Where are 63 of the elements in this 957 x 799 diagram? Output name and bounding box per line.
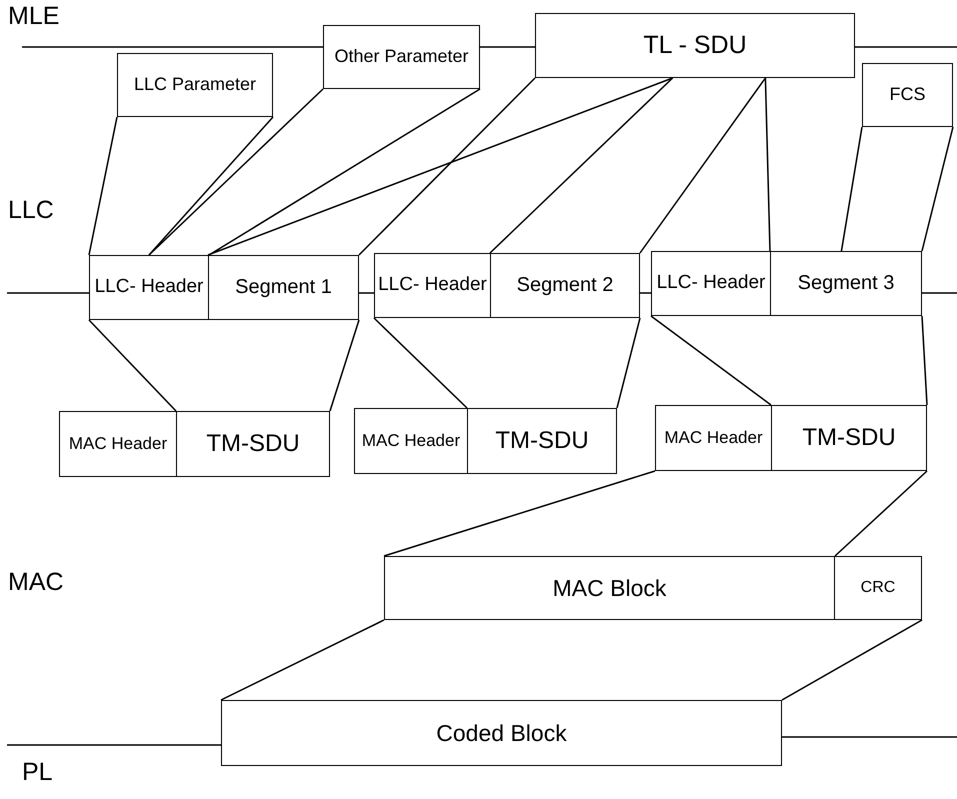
field-box xyxy=(323,25,480,89)
field-label: Segment 1 xyxy=(235,276,332,298)
field-label: MAC Header xyxy=(362,432,460,450)
field-label: Coded Block xyxy=(436,720,567,746)
field-box xyxy=(862,63,953,127)
field-label: LLC- Header xyxy=(378,275,487,296)
field-box xyxy=(535,13,855,78)
field-box xyxy=(490,253,640,318)
connector-line xyxy=(329,320,360,412)
layer-label: MLE xyxy=(8,2,60,31)
connector-line xyxy=(358,77,536,256)
connector-line xyxy=(489,77,674,254)
connector-line xyxy=(782,619,922,701)
field-box xyxy=(354,408,468,474)
field-box xyxy=(374,253,491,318)
connector-line xyxy=(834,470,928,557)
connector-line xyxy=(616,318,641,408)
field-box xyxy=(770,251,922,316)
connector-line xyxy=(148,88,324,256)
field-label: TL - SDU xyxy=(643,32,747,59)
connector-line xyxy=(148,116,274,256)
field-label: LLC- Header xyxy=(656,273,766,294)
connector-line xyxy=(921,126,954,252)
field-box xyxy=(771,405,927,471)
connector-line xyxy=(208,77,673,256)
connector-line xyxy=(764,78,771,252)
field-label: LLC- Header xyxy=(94,277,204,298)
connector-line xyxy=(208,88,480,256)
field-box xyxy=(221,700,782,766)
layer-label: LLC xyxy=(8,196,54,225)
field-label: Other Parameter xyxy=(334,47,469,67)
field-label: FCS xyxy=(890,85,926,105)
field-box xyxy=(467,408,617,474)
field-box xyxy=(89,255,209,320)
field-label: Segment 3 xyxy=(798,272,894,294)
connector-line xyxy=(639,78,766,254)
field-box xyxy=(117,53,273,117)
connector-line xyxy=(650,315,772,406)
field-label: LLC Parameter xyxy=(134,75,256,95)
field-box xyxy=(655,405,772,471)
connector-line xyxy=(88,116,118,256)
connector-line xyxy=(921,316,928,406)
connector-line xyxy=(220,619,384,701)
field-label: TM-SDU xyxy=(802,425,896,451)
connector-line xyxy=(88,319,177,412)
field-box xyxy=(834,556,922,620)
field-box xyxy=(651,251,771,316)
field-label: MAC Header xyxy=(664,428,763,448)
field-box xyxy=(384,556,835,620)
field-label: TM-SDU xyxy=(206,431,300,457)
field-label: Segment 2 xyxy=(516,274,614,296)
field-label: MAC Block xyxy=(552,576,666,600)
field-label: CRC xyxy=(860,579,896,597)
field-box xyxy=(208,255,359,320)
field-label: MAC Header xyxy=(68,434,168,454)
field-label: TM-SDU xyxy=(495,428,589,454)
connector-line xyxy=(384,470,656,557)
connector-line xyxy=(840,126,863,252)
field-box xyxy=(176,411,330,477)
field-box xyxy=(59,411,177,477)
layer-label: PL xyxy=(22,758,53,787)
layer-label: MAC xyxy=(8,568,64,597)
connector-line xyxy=(373,317,468,409)
